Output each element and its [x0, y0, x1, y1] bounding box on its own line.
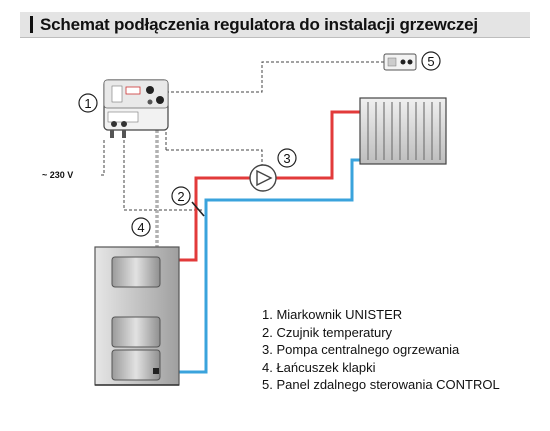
callout-2-label: 2: [177, 189, 184, 204]
legend-item: 3. Pompa centralnego ogrzewania: [262, 342, 460, 357]
callout-3-label: 3: [283, 151, 290, 166]
callout-2: 2: [171, 186, 191, 206]
title-bar: Schemat podłączenia regulatora do instal…: [20, 12, 530, 38]
legend-item: 5. Panel zdalnego sterowania CONTROL: [262, 377, 500, 392]
callout-4-label: 4: [137, 220, 144, 235]
diagram-title: Schemat podłączenia regulatora do instal…: [40, 15, 478, 34]
regulator-unister: [103, 79, 169, 138]
boiler: [94, 246, 180, 386]
title-marker: [30, 16, 33, 33]
callout-1-label: 1: [84, 96, 91, 111]
callout-3: 3: [277, 148, 297, 168]
circulation-pump: [249, 164, 277, 192]
control-wires: [100, 61, 384, 211]
legend-list: 1. Miarkownik UNISTER 2. Czujnik tempera…: [262, 306, 500, 394]
callout-5-label: 5: [427, 54, 434, 69]
callout-5: 5: [421, 51, 441, 71]
radiator: [359, 97, 447, 165]
remote-control-panel: [383, 53, 417, 71]
temperature-sensor: [191, 201, 205, 217]
return-pipe: [160, 158, 360, 374]
legend-item: 2. Czujnik temperatury: [262, 324, 393, 340]
callout-1: 1: [78, 93, 98, 113]
legend-item: 1. Miarkownik UNISTER: [262, 307, 403, 322]
legend-item: 4. Łańcuszek klapki: [262, 359, 376, 375]
voltage-label: ~ 230 V: [42, 170, 73, 180]
callout-4: 4: [131, 217, 151, 237]
